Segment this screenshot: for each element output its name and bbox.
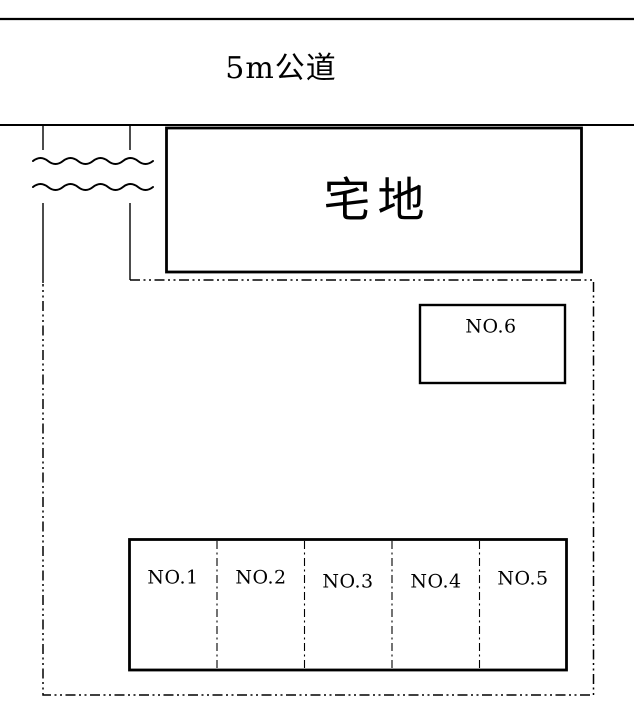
parking-lot-label-1: NO.1: [147, 566, 199, 589]
lot-no6-rect: [418, 303, 567, 385]
parking-lot-label-2: NO.2: [235, 566, 287, 589]
parking-row-rect: [128, 538, 568, 672]
lot-no6-label: NO.6: [465, 315, 517, 338]
parking-lot-label-4: NO.4: [410, 570, 462, 593]
road-label: 5m公道: [225, 51, 337, 86]
property-boundary-chain-line: [42, 279, 595, 696]
break-wave-mark-bottom: [32, 183, 154, 191]
residential-land-label: 宅地: [323, 173, 432, 229]
parking-lot-label-5: NO.5: [497, 567, 549, 590]
residential-land-rect: [165, 126, 583, 274]
parking-lot-label-3: NO.3: [322, 570, 374, 593]
break-wave-mark-top: [32, 157, 154, 165]
